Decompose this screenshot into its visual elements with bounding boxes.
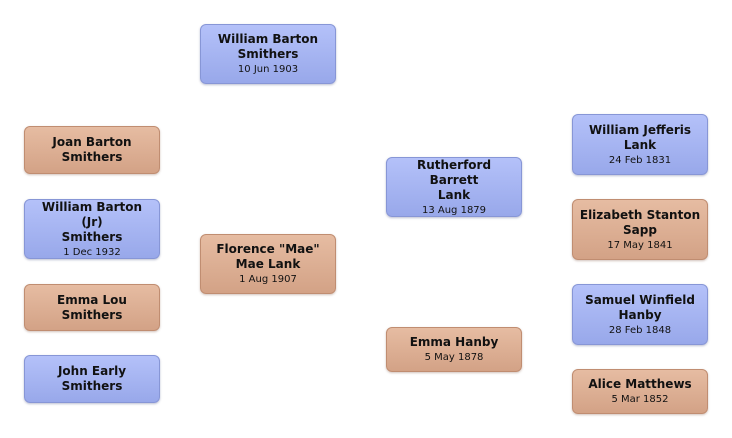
name-line-2: Smithers [61, 150, 123, 164]
name-line-1: Emma Lou [57, 292, 127, 307]
person-date: 17 May 1841 [607, 239, 673, 251]
person-card-emma-lou-smithers[interactable]: Emma Lou Smithers [24, 284, 160, 331]
person-name: Emma Hanby [409, 335, 499, 349]
name-line-1: William Barton [217, 32, 319, 46]
name-line-2: Smithers [237, 47, 299, 61]
person-card-emma-hanby[interactable]: Emma Hanby 5 May 1878 [386, 327, 522, 372]
person-card-joan-barton-smithers[interactable]: Joan Barton Smithers [24, 126, 160, 174]
person-name: William Jefferis Lank [583, 123, 697, 153]
person-date: 1 Dec 1932 [63, 246, 121, 258]
person-card-florence-mae-lank[interactable]: Florence "Mae" Mae Lank 1 Aug 1907 [200, 234, 336, 294]
person-date: 10 Jun 1903 [237, 64, 299, 75]
person-date: 5 May 1878 [424, 352, 484, 363]
person-card-elizabeth-stanton-sapp[interactable]: Elizabeth Stanton Sapp 17 May 1841 [572, 199, 708, 260]
name-line-2: Smithers [61, 229, 123, 244]
person-name: William Barton Smithers [212, 32, 324, 62]
person-card-rutherford-barrett-lank[interactable]: Rutherford Barrett Lank 13 Aug 1879 [386, 157, 522, 217]
person-name: Florence "Mae" Mae Lank [210, 242, 325, 272]
person-card-william-barton-smithers[interactable]: William Barton Smithers 10 Jun 1903 [200, 24, 336, 84]
person-date: 5 Mar 1852 [611, 394, 669, 405]
person-card-william-jefferis-lank[interactable]: William Jefferis Lank 24 Feb 1831 [572, 114, 708, 175]
name-line-2: Mae Lank [235, 257, 301, 271]
person-card-samuel-winfield-hanby[interactable]: Samuel Winfield Hanby 28 Feb 1848 [572, 284, 708, 345]
name-line-2: Sapp [623, 222, 657, 237]
name-line-2: Smithers [61, 307, 123, 322]
person-name: Elizabeth Stanton Sapp [574, 208, 706, 238]
name-line-2: Lank [437, 187, 471, 202]
name-line-1: William Jefferis [588, 122, 692, 137]
person-name: William Barton (Jr) Smithers [25, 200, 159, 245]
person-name: Joan Barton Smithers [46, 135, 137, 165]
person-name: John Early Smithers [52, 364, 132, 394]
name-line-1: John Early [57, 364, 127, 378]
person-card-alice-matthews[interactable]: Alice Matthews 5 Mar 1852 [572, 369, 708, 414]
name-line-1: Rutherford Barrett [416, 157, 492, 187]
name-line-2: Hanby [618, 307, 662, 322]
person-card-john-early-smithers[interactable]: John Early Smithers [24, 355, 160, 403]
person-name: Rutherford Barrett Lank [387, 158, 521, 203]
name-line-2: Lank [623, 137, 657, 152]
name-line-1: Florence "Mae" [216, 242, 320, 256]
person-date: 13 Aug 1879 [421, 204, 487, 216]
name-line-1: Elizabeth Stanton [579, 207, 701, 222]
person-date: 28 Feb 1848 [608, 324, 672, 336]
person-card-william-barton-jr-smithers[interactable]: William Barton (Jr) Smithers 1 Dec 1932 [24, 199, 160, 259]
person-name: Samuel Winfield Hanby [579, 293, 701, 323]
name-line-1: Joan Barton [52, 135, 132, 149]
person-name: Emma Lou Smithers [51, 293, 133, 323]
person-date: 1 Aug 1907 [239, 274, 297, 285]
person-date: 24 Feb 1831 [608, 154, 672, 166]
name-line-1: William Barton (Jr) [41, 199, 143, 229]
name-line-1: Samuel Winfield [585, 292, 695, 307]
name-line-2: Smithers [61, 379, 123, 393]
person-name: Alice Matthews [588, 377, 692, 391]
